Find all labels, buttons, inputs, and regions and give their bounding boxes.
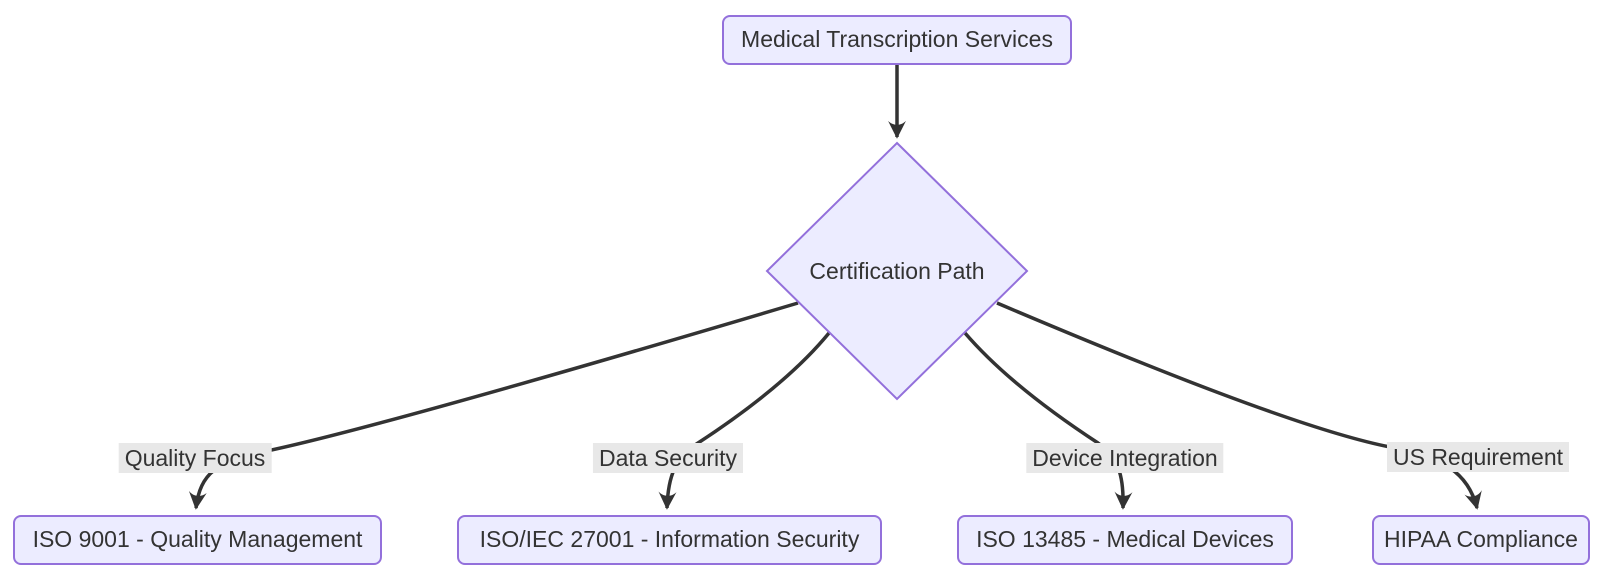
node-certification-path: Certification Path — [772, 252, 1022, 290]
edge-label-device-integration: Device Integration — [1026, 443, 1224, 473]
node-label: ISO/IEC 27001 - Information Security — [479, 526, 860, 553]
decision-diamond-shape — [765, 141, 1029, 401]
edge-label-data-security: Data Security — [592, 443, 744, 473]
node-label: Certification Path — [809, 257, 985, 284]
node-iso27001-information-security: ISO/IEC 27001 - Information Security — [457, 515, 882, 565]
node-hipaa-compliance: HIPAA Compliance — [1372, 515, 1590, 565]
node-label: Medical Transcription Services — [741, 26, 1053, 53]
edge-decision-to-iso9001 — [188, 301, 799, 510]
edge-decision-to-iso27001 — [658, 331, 831, 510]
edge-label-quality-focus: Quality Focus — [118, 443, 272, 473]
node-label: ISO 9001 - Quality Management — [32, 526, 363, 553]
node-iso13485-medical-devices: ISO 13485 - Medical Devices — [957, 515, 1293, 565]
edge-label-us-requirement: US Requirement — [1386, 442, 1570, 472]
node-iso9001-quality-management: ISO 9001 - Quality Management — [13, 515, 382, 565]
edge-decision-to-iso13485 — [963, 331, 1133, 510]
node-label: ISO 13485 - Medical Devices — [976, 526, 1274, 553]
node-medical-transcription-services: Medical Transcription Services — [722, 15, 1072, 65]
edge-decision-to-hipaa — [996, 301, 1482, 510]
node-label: HIPAA Compliance — [1384, 526, 1578, 553]
